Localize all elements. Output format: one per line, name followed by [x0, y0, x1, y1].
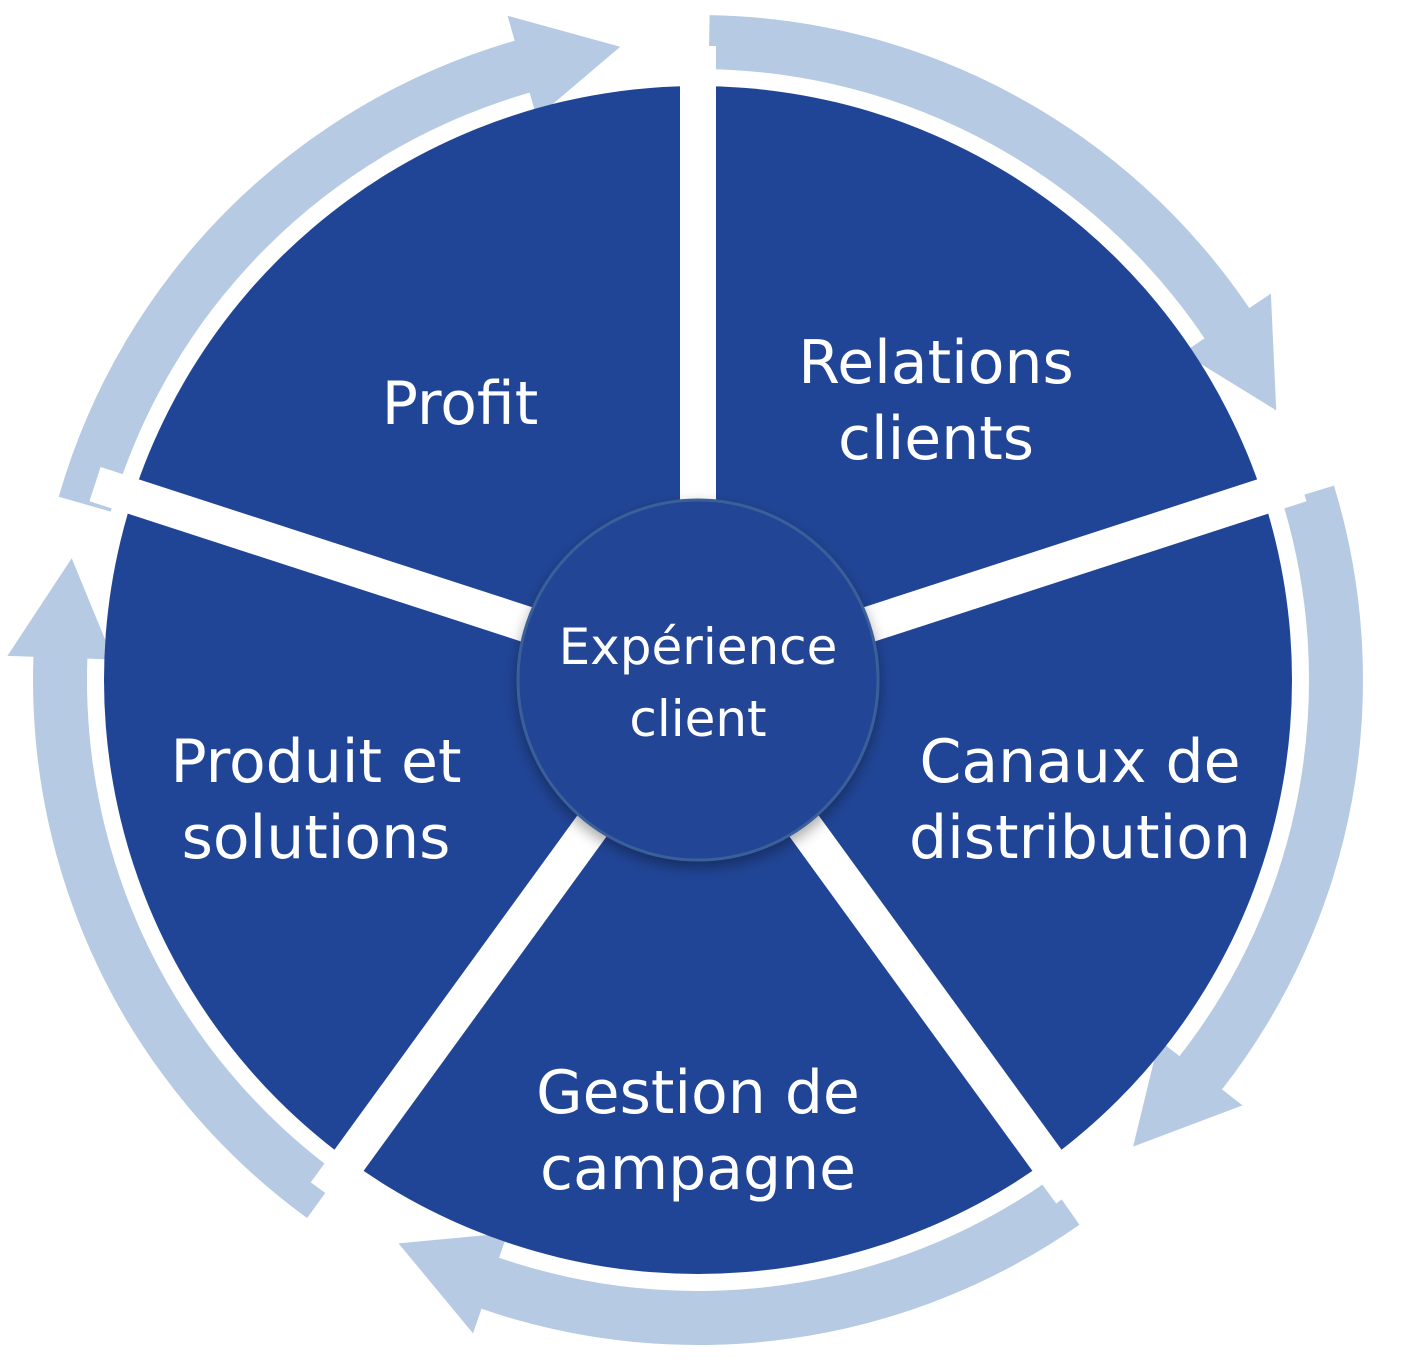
cycle-arrow-relations-to-canaux: [708, 15, 1277, 411]
cycle-arrow-canaux-to-gestion: [1133, 485, 1363, 1147]
segment-label-canaux-de-distribution-line-1: Canaux de: [919, 727, 1240, 797]
segment-label-gestion-de-campagne-line-1: Gestion de: [536, 1058, 860, 1128]
segment-label-relations-clients-line-2: clients: [838, 404, 1034, 474]
segment-label-produit-et-solutions-line-1: Produit et: [170, 727, 461, 797]
segment-label-canaux-de-distribution-line-2: distribution: [909, 803, 1251, 873]
cycle-arrow-profit-to-relations: [58, 15, 621, 512]
segment-label-produit-et-solutions-line-2: solutions: [182, 803, 451, 873]
center-circle: [516, 498, 880, 862]
cycle-arrows: [7, 15, 1363, 1346]
segment-label-relations-clients-line-1: Relations: [798, 328, 1074, 398]
center-label-line-2: client: [629, 690, 766, 748]
segment-gestion-de-campagne: [348, 680, 1048, 1275]
segment-label-gestion-de-campagne-line-2: campagne: [540, 1134, 856, 1204]
segment-label-profit-line-1: Profit: [382, 369, 539, 439]
cycle-arrow-produit-to-profit: [7, 558, 339, 1218]
center-label-line-1: Expérience: [559, 618, 838, 676]
center-node: [516, 498, 880, 862]
cycle-arrow-gestion-to-produit: [398, 1180, 1080, 1346]
